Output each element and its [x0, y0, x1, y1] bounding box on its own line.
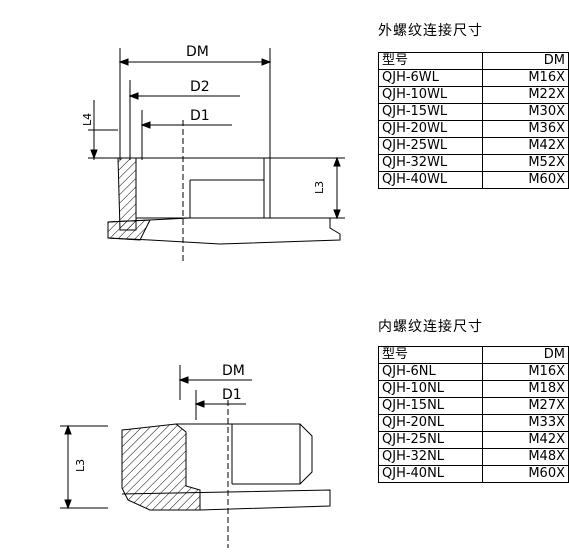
cell-dm: M30X: [482, 103, 569, 121]
cell-model: QJH-20WL: [378, 120, 483, 138]
cell-model: QJH-25WL: [378, 137, 483, 155]
table-header-row: 型号 DM: [378, 346, 569, 364]
cell-model: QJH-25NL: [378, 431, 483, 449]
cell-model: QJH-15WL: [378, 103, 483, 121]
internal-thread-drawing: DM D1 L3: [60, 363, 331, 548]
cell-dm: M52X: [482, 154, 569, 172]
cell-model: QJH-10NL: [378, 380, 483, 398]
label-d1-top: D1: [190, 108, 210, 124]
cell-dm: M60X: [482, 171, 569, 189]
column-header-model: 型号: [378, 346, 483, 364]
label-l3-top: L3: [313, 181, 326, 194]
external-thread-drawing: DM D2 D1 L4 L3: [81, 44, 345, 262]
label-d2: D2: [190, 79, 210, 95]
cell-dm: M16X: [482, 69, 569, 87]
cell-dm: M42X: [482, 137, 569, 155]
column-header-dm: DM: [482, 346, 569, 364]
external-thread-title: 外螺纹连接尺寸: [378, 23, 483, 39]
cell-dm: M48X: [482, 448, 569, 466]
cell-dm: M42X: [482, 431, 569, 449]
label-l4: L4: [81, 113, 94, 126]
label-d1-bottom: D1: [222, 387, 242, 403]
cell-model: QJH-32NL: [378, 448, 483, 466]
cell-model: QJH-15NL: [378, 397, 483, 415]
cell-dm: M60X: [482, 465, 569, 483]
cell-model: QJH-6WL: [378, 69, 483, 87]
label-l3-bottom: L3: [74, 459, 87, 472]
cell-model: QJH-40WL: [378, 171, 483, 189]
cell-dm: M33X: [482, 414, 569, 432]
label-dm-top: DM: [186, 44, 209, 60]
table-header-row: 型号 DM: [378, 52, 569, 70]
internal-thread-title: 内螺纹连接尺寸: [378, 319, 483, 335]
column-header-dm: DM: [482, 52, 569, 70]
column-header-model: 型号: [378, 52, 483, 70]
cell-dm: M27X: [482, 397, 569, 415]
cell-model: QJH-20NL: [378, 414, 483, 432]
cell-model: QJH-32WL: [378, 154, 483, 172]
cell-dm: M36X: [482, 120, 569, 138]
cell-model: QJH-10WL: [378, 86, 483, 104]
cell-dm: M18X: [482, 380, 569, 398]
cell-model: QJH-6NL: [378, 363, 483, 381]
cell-dm: M16X: [482, 363, 569, 381]
label-dm-bottom: DM: [222, 363, 245, 379]
cell-model: QJH-40NL: [378, 465, 483, 483]
cell-dm: M22X: [482, 86, 569, 104]
